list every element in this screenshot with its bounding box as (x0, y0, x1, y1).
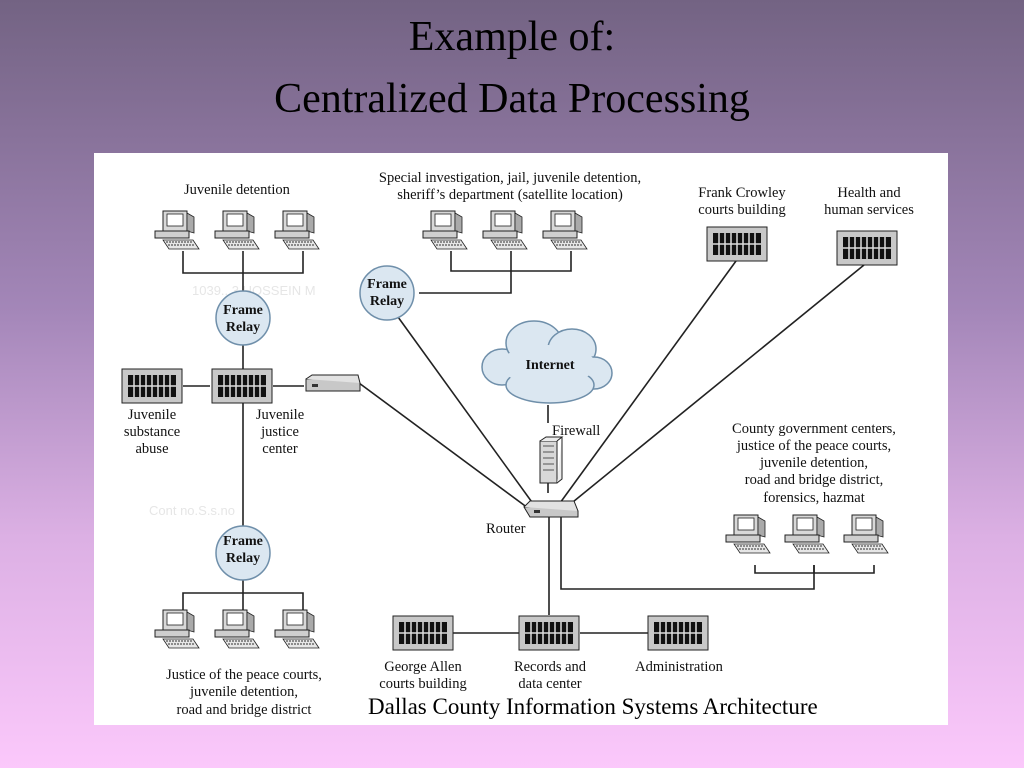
switch-box (305, 374, 361, 392)
label-county-government: forensics, hazmat (763, 490, 864, 506)
label-special-investigation: sheriff’s department (satellite location… (397, 187, 623, 203)
frame-relay-label: Frame (223, 534, 263, 549)
label-juvenile-substance: abuse (135, 441, 168, 457)
slide-title-line2: Centralized Data Processing (274, 76, 750, 122)
server-health-human (836, 230, 898, 266)
server-george-allen (392, 615, 454, 651)
watermark-text: Cont no.S.s.no (149, 503, 235, 518)
label-justice-peace: Justice of the peace courts, (166, 667, 322, 683)
label-router: Router (486, 521, 526, 537)
label-health-human: human services (824, 202, 914, 218)
frame-relay-node-upper (215, 290, 271, 346)
label-justice-peace: road and bridge district (177, 702, 312, 718)
label-frank-crowley: Frank Crowley (698, 185, 786, 201)
connection-lines (182, 251, 875, 634)
label-special-investigation: Special investigation, jail, juvenile de… (379, 170, 641, 186)
server-records-data-center (518, 615, 580, 651)
frame-relay-node-lower (215, 525, 271, 581)
label-county-government: road and bridge district, (745, 472, 884, 488)
slide-title-line1: Example of: (408, 14, 616, 60)
pc-cluster-special-investigation (422, 210, 588, 250)
label-george-allen: courts building (379, 676, 466, 692)
label-records-data-center: data center (518, 676, 581, 692)
frame-relay-node-satellite (359, 265, 415, 321)
internet-cloud (481, 320, 613, 404)
label-health-human: Health and (837, 185, 901, 201)
architecture-diagram: 1039...3 HOSSEIN M Cont no.S.s.no Juveni… (94, 153, 948, 725)
label-county-government: juvenile detention, (759, 455, 868, 471)
label-county-government: justice of the peace courts, (736, 438, 891, 454)
label-george-allen: George Allen (384, 659, 462, 675)
server-juvenile-substance-abuse (121, 368, 183, 404)
label-firewall: Firewall (552, 423, 600, 439)
frame-relay-label: Relay (370, 294, 404, 309)
server-administration (647, 615, 709, 651)
watermark-text: 1039...3 HOSSEIN M (192, 283, 316, 298)
label-administration: Administration (635, 659, 724, 675)
label-juvenile-detention: Juvenile detention (184, 182, 291, 198)
frame-relay-label: Relay (226, 320, 260, 335)
label-juvenile-justice: Juvenile (256, 407, 304, 423)
pc-cluster-juvenile-detention (154, 210, 320, 250)
label-juvenile-justice: justice (260, 424, 299, 440)
router-device (523, 500, 579, 518)
label-frank-crowley: courts building (698, 202, 785, 218)
label-internet: Internet (526, 358, 575, 373)
firewall-device (539, 436, 564, 484)
label-juvenile-justice: center (262, 441, 298, 457)
label-juvenile-substance: substance (124, 424, 180, 440)
label-county-government: County government centers, (732, 421, 896, 437)
frame-relay-label: Frame (367, 277, 407, 292)
label-justice-peace: juvenile detention, (189, 684, 298, 700)
label-records-data-center: Records and (514, 659, 587, 675)
frame-relay-label: Relay (226, 551, 260, 566)
server-juvenile-justice-center (211, 368, 273, 404)
diagram-caption: Dallas County Information Systems Archit… (368, 694, 818, 719)
frame-relay-label: Frame (223, 303, 263, 318)
pc-cluster-justice-peace (154, 609, 320, 649)
pc-cluster-county-government (725, 514, 889, 554)
label-juvenile-substance: Juvenile (128, 407, 176, 423)
server-frank-crowley (706, 226, 768, 262)
